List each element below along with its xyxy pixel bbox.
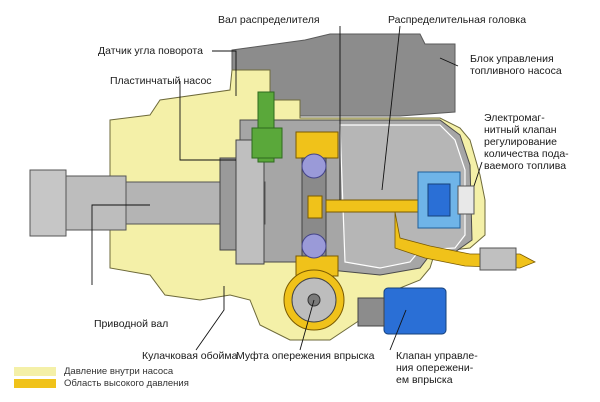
label-timing-coupling: Муфта опережения впрыска <box>236 350 375 362</box>
cam-ring-upper <box>295 131 339 159</box>
label-cam-ring: Кулачковая обойма <box>142 350 238 362</box>
timing-valve-icon <box>383 287 447 335</box>
label-distributor-head: Распределительная головка <box>388 14 527 26</box>
label-solenoid-valve-line1: Электромаг- <box>484 112 545 124</box>
label-timing-valve-line2: ния опережени- <box>396 362 474 374</box>
label-timing-valve-line1: Клапан управле- <box>396 350 478 362</box>
label-solenoid-valve-line5: ваемого топлива <box>484 160 567 172</box>
label-solenoid-valve-line4: количества пода- <box>484 148 569 160</box>
label-control-unit-line1: Блок управления <box>470 53 554 65</box>
legend-text-low-pressure: Давление внутри насоса <box>64 366 174 377</box>
timing-valve-stem <box>357 297 385 327</box>
label-vane-pump: Пластинчатый насос <box>110 75 212 87</box>
roller-ball-icon <box>301 153 327 179</box>
angle-sensor-base <box>251 127 283 159</box>
label-timing-valve-line3: ем впрыска <box>396 374 453 386</box>
legend-high-pressure: Область высокого давления <box>14 378 189 389</box>
legend-text-high-pressure: Область высокого давления <box>64 378 189 389</box>
drive-shaft-gear <box>219 157 239 251</box>
delivery-valve <box>479 247 517 271</box>
legend-swatch-low-pressure <box>14 367 56 376</box>
roller-ball-icon <box>301 233 327 259</box>
leader-lines <box>91 25 483 351</box>
label-distributor-shaft: Вал распределителя <box>218 14 320 26</box>
label-timing-valve: Клапан управле- ния опережени- ем впрыск… <box>396 350 478 386</box>
label-control-unit: Блок управления топливного насоса <box>470 53 562 77</box>
label-drive-shaft: Приводной вал <box>94 318 169 330</box>
legend-low-pressure: Давление внутри насоса <box>14 366 173 377</box>
head-housing-outline <box>339 124 466 269</box>
drive-shaft-collar <box>65 175 127 231</box>
legend-swatch-high-pressure <box>14 379 56 388</box>
high-pressure-plunger <box>307 195 323 219</box>
drive-shaft-end <box>29 169 67 237</box>
control-unit-housing <box>231 33 456 117</box>
distributor-high-pressure-channel <box>325 199 421 213</box>
label-angle-sensor: Датчик угла поворота <box>98 45 203 57</box>
label-solenoid-valve-line2: нитный клапан <box>484 124 557 136</box>
label-solenoid-valve-line3: регулирование <box>484 136 558 148</box>
label-control-unit-line2: топливного насоса <box>470 65 562 77</box>
label-solenoid-valve: Электромаг- нитный клапан регулирование … <box>484 112 569 172</box>
solenoid-connector <box>457 185 475 215</box>
solenoid-valve-core <box>427 183 451 217</box>
